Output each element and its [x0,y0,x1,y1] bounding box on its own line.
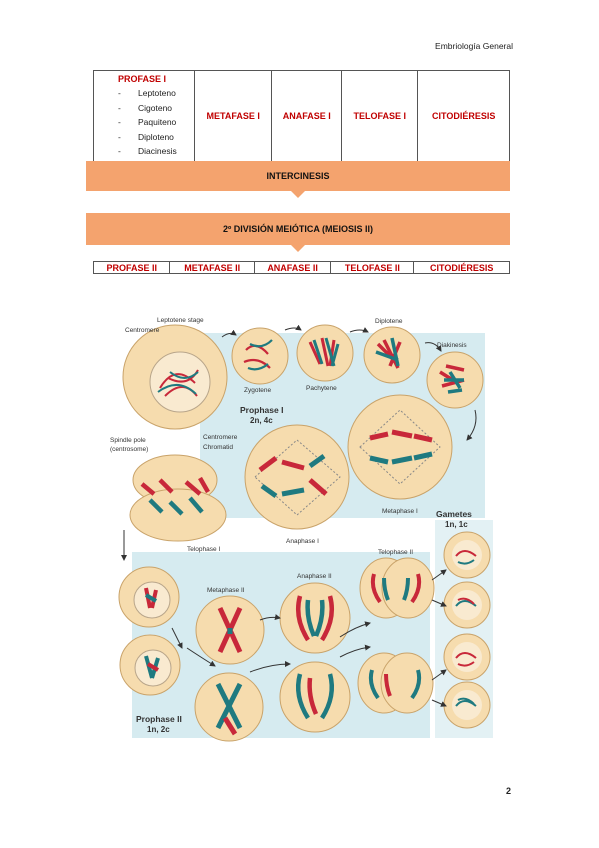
label-chromatid: Chromatid [203,444,233,451]
stage-item: Cigoteno [98,101,190,116]
prophase1-stage-list: Leptoteno Cigoteno Paquiteno Diploteno D… [98,86,190,159]
label-pachytene: Pachytene [306,385,337,392]
stage-item: Paquiteno [98,115,190,130]
label-prophase2-sub: 1n, 2c [147,725,170,734]
prophase2-cell: PROFASE II [92,261,171,274]
label-gametes: Gametes [436,509,472,519]
label-metaphase1: Metaphase I [382,508,418,515]
label-telophase1: Telophase I [187,546,220,553]
meiosis-figure: Leptotene stage Centromere Zygotene Pach… [110,317,493,742]
metaphase1-cell: METAFASE I [193,70,273,163]
label-telophase2: Telophase II [378,549,413,556]
diakinesis-cell [426,351,484,409]
figure-labels: Leptotene stage Centromere Zygotene Pach… [110,317,472,734]
arrow-down-icon [291,191,305,198]
metaphase2-cell-bottom [194,672,264,742]
label-spindle2: (centrosome) [110,446,148,453]
label-prophase1: Prophase I [240,405,283,415]
metaphase2-cell: METAFASE II [169,261,255,274]
label-diplotene: Diplotene [375,318,403,325]
label-prophase1-sub: 2n, 4c [250,416,273,425]
diplotene-cell [363,326,421,384]
prophase1-cell: PROFASE I Leptoteno Cigoteno Paquiteno D… [93,70,195,163]
telophase1-cell-drawing [129,454,227,542]
label-anaphase2: Anaphase II [297,573,332,580]
page-header: Embriología General [435,41,513,51]
metaphase2-cell-top [195,595,265,665]
anaphase1-cell-drawing [244,424,350,530]
pachytene-cell [296,324,354,382]
cytokinesis1-cell: CITODIÉRESIS [417,70,510,163]
gamete-cells [443,531,491,729]
label-gametes-sub: 1n, 1c [445,520,468,529]
leptotene-cell [122,324,228,430]
telophase2-cell: TELOFASE II [330,261,415,274]
anaphase1-cell: ANAFASE I [271,70,343,163]
anaphase2-cell-bottom [279,661,351,733]
anaphase2-cell: ANAFASE II [253,261,332,274]
stage-item: Diacinesis [98,144,190,159]
zygotene-cell [231,327,289,385]
telophase1-cell: TELOFASE I [341,70,419,163]
prophase2-cell-top [118,566,180,628]
label-spindle: Spindle pole [110,437,146,444]
page-number: 2 [505,786,511,796]
cytokinesis2-cell: CITODIÉRESIS [413,261,510,274]
process-arrows [121,324,477,707]
interkinesis-band: INTERCINESIS [86,161,510,191]
anaphase2-cell-top [279,582,351,654]
label-metaphase2: Metaphase II [207,587,245,594]
label-diakinesis: Diakinesis [437,342,467,349]
stage-item: Diploteno [98,130,190,145]
arrow-down-icon [291,245,305,252]
meiosis2-table: PROFASE II METAFASE II ANAFASE II TELOFA… [92,261,510,274]
label-centromere-mid: Centromere [203,434,238,441]
metaphase1-cell-drawing [347,394,453,500]
label-centromere-top: Centromere [125,327,160,334]
label-zygotene: Zygotene [244,387,271,394]
telophase2-cell-top [359,557,435,619]
meiosis2-band: 2º DIVISIÓN MEIÓTICA (MEIOSIS II) [86,213,510,245]
label-prophase2: Prophase II [136,714,182,724]
telophase2-cell-bottom [357,652,434,714]
prophase1-title: PROFASE I [118,74,167,84]
label-anaphase1: Anaphase I [286,538,319,545]
prophase2-cell-bottom [119,634,181,696]
label-leptotene: Leptotene stage [157,317,204,324]
stage-item: Leptoteno [98,86,190,101]
meiosis1-table: PROFASE I Leptoteno Cigoteno Paquiteno D… [93,70,510,163]
